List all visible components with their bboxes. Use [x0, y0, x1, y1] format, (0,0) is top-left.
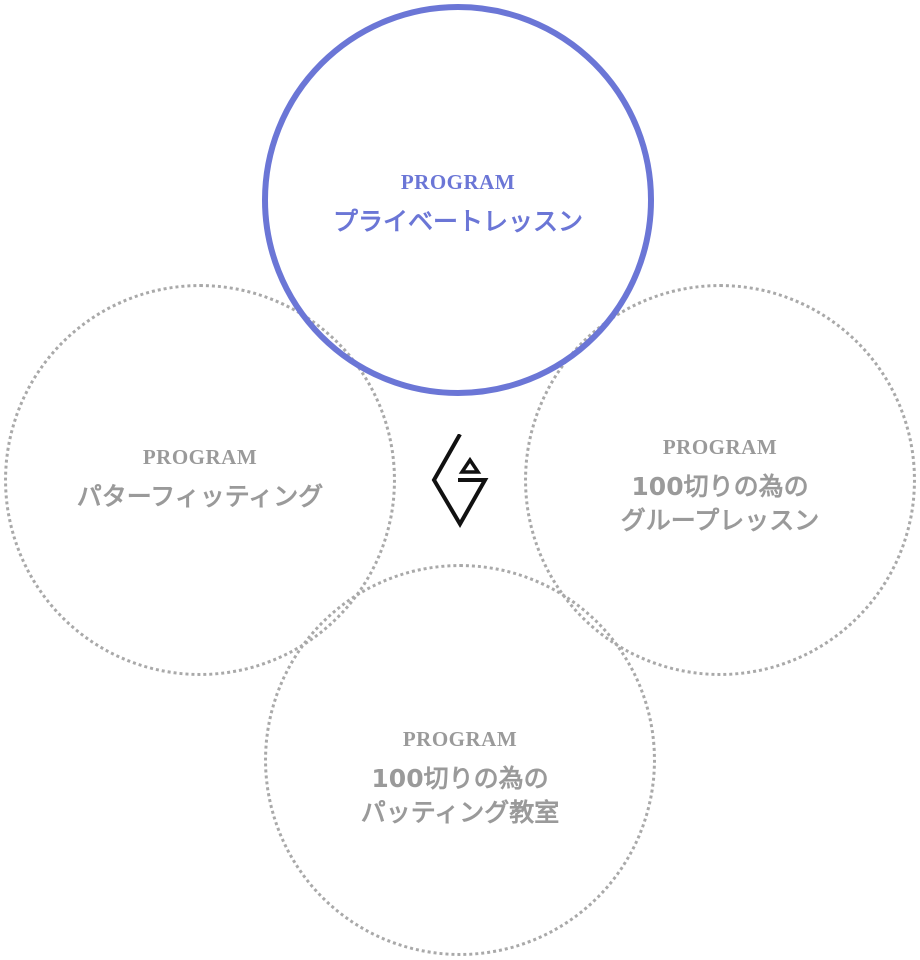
program-eyebrow: PROGRAM: [662, 435, 778, 459]
program-label: PROGRAM 100切りの為の パッティング教室: [267, 727, 653, 830]
program-label: PROGRAM プライベートレッスン: [268, 170, 648, 239]
program-eyebrow: PROGRAM: [402, 727, 518, 751]
brand-logo-icon: [431, 434, 489, 528]
program-eyebrow: PROGRAM: [400, 170, 516, 194]
program-label: PROGRAM 100切りの為の グループレッスン: [527, 435, 913, 538]
program-circle-putting-class[interactable]: PROGRAM 100切りの為の パッティング教室: [264, 564, 656, 956]
program-title: プライベートレッスン: [332, 207, 583, 236]
program-title: パターフィッティング: [76, 482, 324, 511]
program-eyebrow: PROGRAM: [142, 445, 258, 469]
program-circle-private-lesson[interactable]: PROGRAM プライベートレッスン: [262, 4, 654, 396]
program-label: PROGRAM パターフィッティング: [7, 445, 393, 514]
program-title: 100切りの為の グループレッスン: [620, 472, 820, 535]
program-title: 100切りの為の パッティング教室: [360, 764, 560, 827]
